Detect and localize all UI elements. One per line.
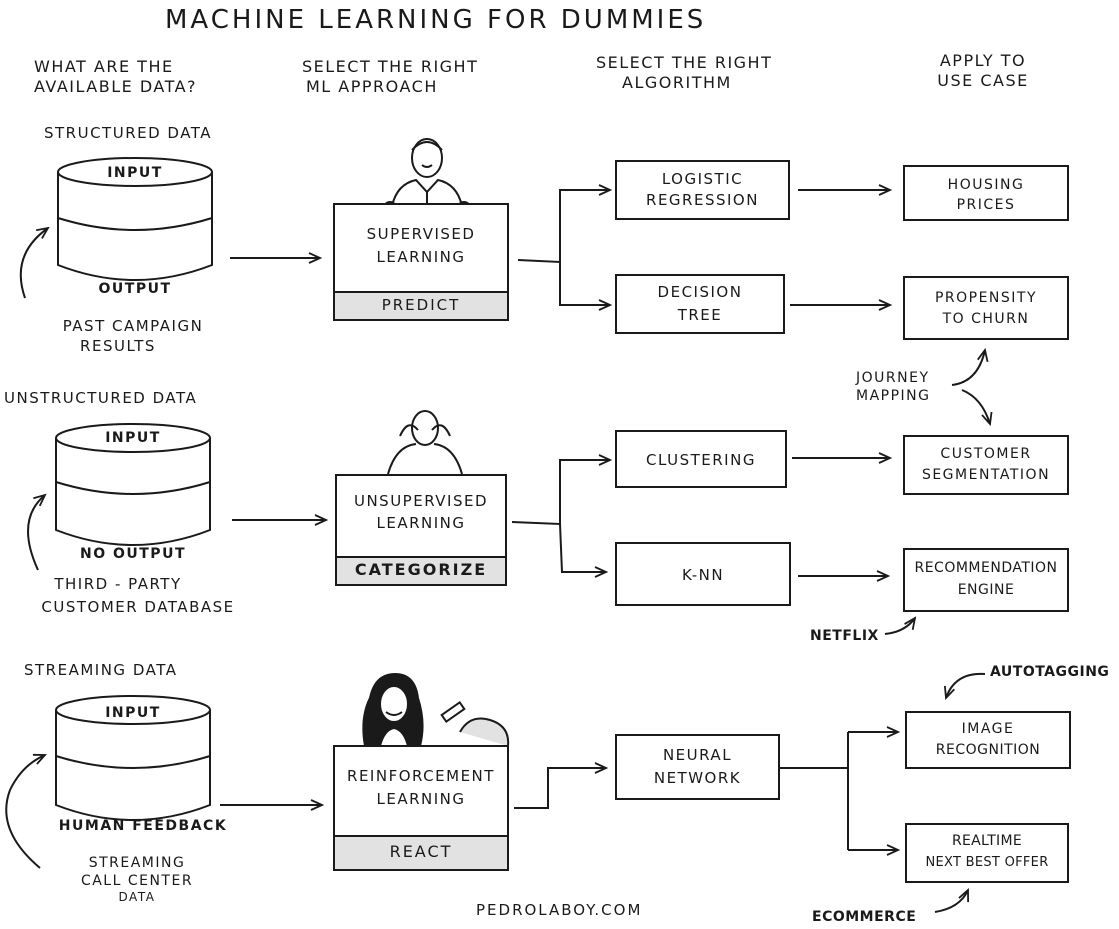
database-cylinder-structured bbox=[57, 157, 213, 281]
approach-reinforcement-line2: LEARNING bbox=[376, 789, 466, 808]
db-structured-output: OUTPUT bbox=[98, 281, 172, 297]
database-cylinder-streaming bbox=[55, 695, 211, 821]
header-algorithm: SELECT THE RIGHT ALGORITHM bbox=[596, 53, 773, 93]
data-type-streaming: STREAMING DATA bbox=[24, 661, 178, 679]
db-streaming-input: INPUT bbox=[105, 705, 161, 721]
algorithm-box-decision-tree: DECISION TREE bbox=[615, 274, 785, 334]
annotation-autotagging: AUTOTAGGING bbox=[990, 664, 1110, 680]
db-unstructured-output: NO OUTPUT bbox=[80, 546, 186, 562]
feedback-arrow-structured bbox=[19, 228, 48, 299]
eyes-covered-person-icon bbox=[387, 410, 463, 475]
data-type-structured: STRUCTURED DATA bbox=[44, 124, 213, 142]
approach-reinforcement-line1: REINFORCEMENT bbox=[347, 767, 495, 785]
usecase-box-image-recognition: IMAGE RECOGNITION bbox=[905, 711, 1071, 769]
header-data: WHAT ARE THE AVAILABLE DATA? bbox=[34, 57, 198, 97]
usecase-box-recommendation-engine: RECOMMENDATION ENGINE bbox=[903, 548, 1069, 612]
header-approach: SELECT THE RIGHT ML APPROACH bbox=[302, 57, 479, 97]
annotation-netflix: NETFLIX bbox=[810, 628, 879, 644]
usecase-box-customer-segmentation: CUSTOMER SEGMENTATION bbox=[903, 435, 1069, 495]
supervisor-person-icon bbox=[383, 138, 471, 212]
source-streaming: STREAMING CALL CENTER DATA bbox=[80, 855, 194, 905]
approach-unsupervised-line2: LEARNING bbox=[376, 513, 466, 532]
source-structured: PAST CAMPAIGN RESULTS bbox=[62, 317, 204, 356]
usecase-box-housing-prices: HOUSING PRICES bbox=[903, 165, 1069, 221]
algorithm-box-neural-network: NEURAL NETWORK bbox=[615, 734, 780, 800]
header-usecase: APPLY TO USE CASE bbox=[937, 51, 1029, 91]
page-title: MACHINE LEARNING FOR DUMMIES bbox=[165, 5, 707, 35]
approach-unsupervised-line1: UNSUPERVISED bbox=[353, 492, 489, 510]
approach-box-supervised: SUPERVISED LEARNING PREDICT bbox=[333, 203, 509, 321]
feedback-arrow-streaming bbox=[5, 755, 45, 869]
annotation-ecommerce: ECOMMERCE bbox=[812, 909, 917, 925]
data-type-unstructured: UNSTRUCTURED DATA bbox=[4, 389, 198, 407]
usecase-box-realtime-next-best-offer: REALTIME NEXT BEST OFFER bbox=[905, 823, 1069, 883]
footer-website: PEDROLABOY.COM bbox=[476, 901, 643, 919]
action-react: REACT bbox=[335, 835, 507, 869]
db-streaming-output: HUMAN FEEDBACK bbox=[58, 818, 228, 834]
source-unstructured: THIRD - PARTY CUSTOMER DATABASE bbox=[41, 575, 235, 617]
approach-supervised-line2: LEARNING bbox=[376, 247, 466, 266]
approach-supervised-line1: SUPERVISED bbox=[366, 225, 476, 243]
annotation-journey-mapping: JOURNEY MAPPING bbox=[856, 370, 931, 405]
algorithm-box-knn: K-NN bbox=[615, 542, 791, 606]
db-unstructured-input: INPUT bbox=[105, 430, 161, 446]
reinforcement-person-icon bbox=[362, 672, 510, 747]
approach-box-reinforcement: REINFORCEMENT LEARNING REACT bbox=[333, 745, 509, 871]
approach-box-unsupervised: UNSUPERVISED LEARNING CATEGORIZE bbox=[335, 474, 507, 586]
algorithm-box-logistic-regression: LOGISTIC REGRESSION bbox=[615, 160, 790, 220]
algorithm-box-clustering: CLUSTERING bbox=[615, 430, 787, 488]
database-cylinder-unstructured bbox=[55, 423, 211, 546]
usecase-box-propensity-to-churn: PROPENSITY TO CHURN bbox=[903, 276, 1069, 340]
action-predict: PREDICT bbox=[335, 291, 507, 319]
action-categorize: CATEGORIZE bbox=[337, 556, 505, 584]
db-structured-input: INPUT bbox=[107, 165, 163, 181]
feedback-arrow-unstructured bbox=[27, 495, 45, 571]
